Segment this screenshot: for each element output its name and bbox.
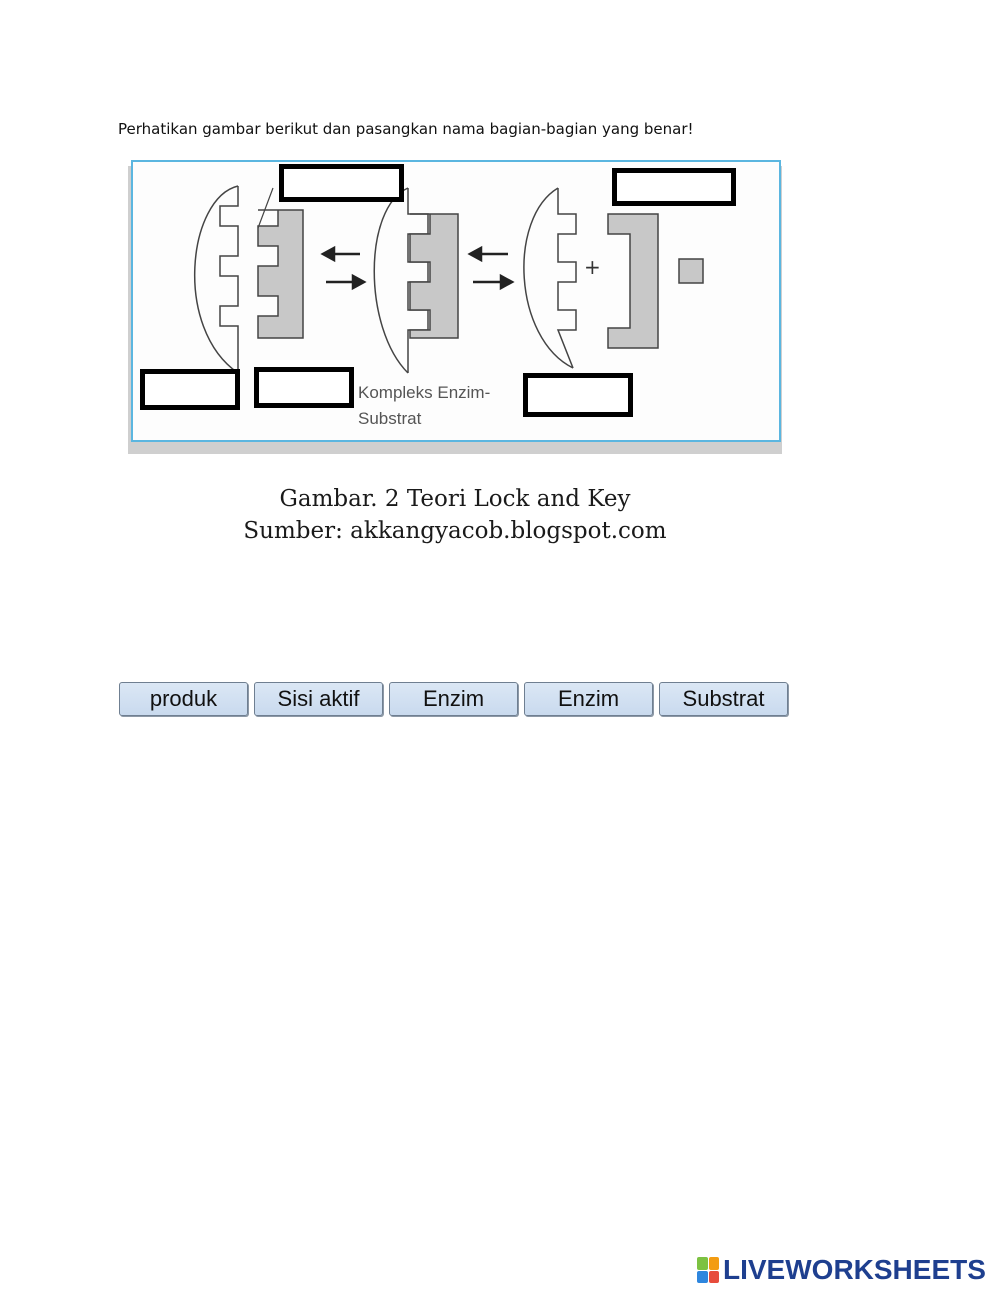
diagram-svg: + Kompleks Enzim- Substrat <box>128 160 782 454</box>
figure-caption-title: Gambar. 2 Teori Lock and Key <box>279 486 631 512</box>
equilibrium-arrows-2 <box>467 245 515 291</box>
word-option-enzim-2[interactable]: Enzim <box>524 682 653 716</box>
word-bank: produk Sisi aktif Enzim Enzim Substrat <box>119 682 788 716</box>
product-square <box>678 258 704 284</box>
complex-label-line2: Substrat <box>358 409 422 428</box>
word-option-produk[interactable]: produk <box>119 682 248 716</box>
equilibrium-arrows-1 <box>320 245 367 291</box>
enzyme-shape-1 <box>193 185 239 374</box>
plus-sign: + <box>584 255 601 279</box>
word-option-enzim-1[interactable]: Enzim <box>389 682 518 716</box>
liveworksheets-logo[interactable]: LIVEWORKSHEETS <box>697 1254 986 1286</box>
complex-label-line1: Kompleks Enzim- <box>358 383 490 402</box>
answer-box-1[interactable] <box>279 164 404 202</box>
substrate-bound <box>409 213 459 339</box>
answer-box-4[interactable] <box>254 367 354 408</box>
instruction-text: Perhatikan gambar berikut dan pasangkan … <box>118 120 694 138</box>
word-option-sisi-aktif[interactable]: Sisi aktif <box>254 682 383 716</box>
word-option-substrat[interactable]: Substrat <box>659 682 788 716</box>
answer-box-3[interactable] <box>140 369 240 410</box>
liveworksheets-logo-icon <box>697 1257 719 1283</box>
substrate-in-complex <box>257 209 304 339</box>
enzyme-shape-3 <box>523 187 577 369</box>
figure-caption-source: Sumber: akkangyacob.blogspot.com <box>243 518 667 544</box>
lock-and-key-diagram: + Kompleks Enzim- Substrat <box>118 158 783 458</box>
free-substrate <box>607 213 659 349</box>
answer-box-5[interactable] <box>523 373 633 417</box>
pointer-line <box>257 187 274 229</box>
brand-name: LIVEWORKSHEETS <box>723 1254 986 1285</box>
answer-box-2[interactable] <box>612 168 736 206</box>
